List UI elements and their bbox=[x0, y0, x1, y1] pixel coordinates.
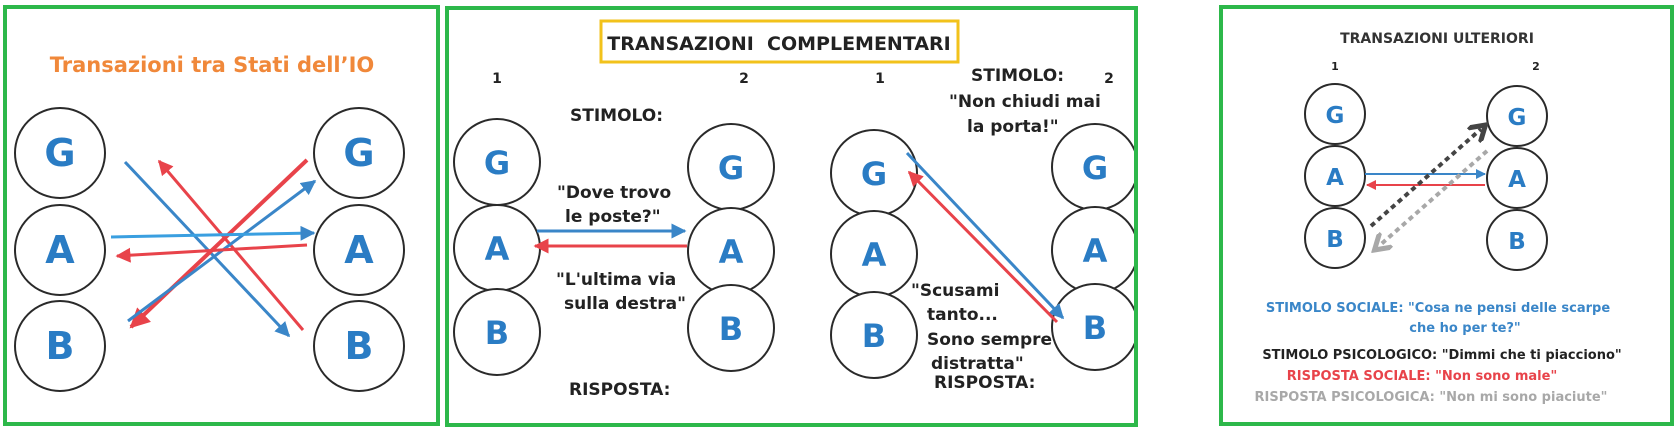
arrow-blue-g-to-b bbox=[123, 160, 291, 338]
panel1-diagram: Transazioni tra Stati dell’IO G A B G A … bbox=[14, 53, 405, 392]
p3-social-response: RISPOSTA SOCIALE: "Non sono male" bbox=[1287, 369, 1557, 384]
panel3-title: TRANSAZIONI ULTERIORI bbox=[1340, 31, 1534, 47]
p3-ego1-parent-label: G bbox=[1326, 103, 1345, 129]
left-stimulus-line2: le poste?" bbox=[565, 207, 661, 227]
p3-ego2-child-circle bbox=[1486, 209, 1548, 271]
p3-psych-stimulus-arrow bbox=[1369, 129, 1481, 228]
ego1-child-label: B bbox=[46, 324, 75, 368]
left-ego1-parent-label: G bbox=[484, 144, 510, 182]
left-ego1-adult-label: A bbox=[485, 230, 510, 268]
p3-ego2-parent-circle bbox=[1486, 85, 1548, 147]
right-stimulus-arrow bbox=[905, 151, 1065, 320]
left-ego2-child-circle bbox=[687, 284, 775, 372]
left-ego2-adult-label: A bbox=[719, 233, 744, 271]
right-ego1-parent-label: G bbox=[861, 155, 887, 193]
right-ego2-child-circle bbox=[1051, 283, 1134, 371]
arrow-blue-a-to-a bbox=[110, 225, 316, 241]
panel2-title: TRANSAZIONI COMPLEMENTARI bbox=[607, 33, 950, 55]
left-ego1-child-label: B bbox=[485, 314, 509, 352]
panel1-title: Transazioni tra Stati dell’IO bbox=[50, 53, 375, 77]
ego1-adult-label: A bbox=[45, 228, 75, 272]
right-ego2-number: 2 bbox=[1104, 71, 1114, 87]
right-response-line3: Sono sempre bbox=[927, 330, 1052, 350]
right-stimulus-heading: STIMOLO: bbox=[971, 66, 1064, 86]
p3-ego1-adult-label: A bbox=[1326, 165, 1344, 191]
panel3-diagram: TRANSAZIONI ULTERIORI 1 2 G A B G A B ST… bbox=[1255, 31, 1622, 405]
p3-ego1-child-circle bbox=[1304, 207, 1366, 269]
p3-ego1-parent-circle bbox=[1304, 83, 1366, 145]
left-stimulus-heading: STIMOLO: bbox=[570, 106, 663, 126]
p3-psych-response: RISPOSTA PSICOLOGICA: "Non mi sono piaci… bbox=[1255, 390, 1608, 405]
panel2-diagram: TRANSAZIONI COMPLEMENTARI 1 2 STIMOLO: "… bbox=[453, 19, 1134, 400]
p3-ego1-number: 1 bbox=[1331, 60, 1339, 73]
panel-complementary-transactions: TRANSAZIONI COMPLEMENTARI 1 2 STIMOLO: "… bbox=[445, 6, 1138, 427]
right-response-arrow bbox=[907, 170, 1059, 324]
left-ego2-child-label: B bbox=[719, 310, 743, 348]
ego2-adult-label: A bbox=[344, 228, 374, 272]
p3-ego2-adult-circle bbox=[1486, 147, 1548, 209]
panel-transactions-between-ego-states: Transazioni tra Stati dell’IO G A B G A … bbox=[3, 5, 440, 426]
right-ego1-adult-label: A bbox=[862, 236, 887, 274]
p3-ego1-child-label: B bbox=[1326, 227, 1344, 253]
ego1-adult-circle bbox=[14, 204, 106, 296]
left-ego2-number: 2 bbox=[739, 71, 749, 87]
ego1-child-circle bbox=[14, 300, 106, 392]
left-ego2-parent-label: G bbox=[718, 149, 744, 187]
p3-social-stimulus-line2: che ho per te?" bbox=[1409, 321, 1520, 336]
p3-social-stimulus-line1: STIMOLO SOCIALE: "Cosa ne pensi delle sc… bbox=[1266, 301, 1610, 316]
p3-ego2-number: 2 bbox=[1532, 60, 1540, 73]
p3-ego2-parent-label: G bbox=[1508, 105, 1527, 131]
p3-ego1-adult-circle bbox=[1304, 145, 1366, 207]
left-ego1-number: 1 bbox=[492, 71, 502, 87]
right-ego1-number: 1 bbox=[875, 71, 885, 87]
p3-ego2-child-label: B bbox=[1508, 229, 1526, 255]
right-ego1-child-circle bbox=[830, 291, 918, 379]
ego1-parent-circle bbox=[14, 107, 106, 199]
ego1-parent-label: G bbox=[44, 131, 75, 175]
ego2-adult-circle bbox=[313, 204, 405, 296]
ego2-parent-label: G bbox=[343, 131, 374, 175]
arrow-red-a-to-a bbox=[115, 243, 308, 263]
right-ego2-parent-label: G bbox=[1082, 149, 1108, 187]
right-ego2-adult-label: A bbox=[1083, 232, 1108, 270]
left-response-line2: sulla destra" bbox=[564, 294, 686, 314]
left-stimulus-line1: "Dove trovo bbox=[557, 183, 671, 203]
left-ego1-child-circle bbox=[453, 288, 541, 376]
left-response-line1: "L'ultima via bbox=[556, 270, 676, 290]
ego2-child-label: B bbox=[345, 324, 374, 368]
p3-psych-response-arrow bbox=[1379, 149, 1489, 246]
left-response-heading: RISPOSTA: bbox=[569, 380, 670, 400]
panel-ulterior-transactions: TRANSAZIONI ULTERIORI 1 2 G A B G A B ST… bbox=[1219, 5, 1674, 426]
arrow-red-g-to-b bbox=[129, 158, 309, 329]
right-response-line1: "Scusami bbox=[911, 281, 999, 301]
p3-psych-stimulus: STIMOLO PSICOLOGICO: "Dimmi che ti piacc… bbox=[1262, 348, 1621, 363]
ego2-child-circle bbox=[313, 300, 405, 392]
right-response-heading: RISPOSTA: bbox=[934, 373, 1035, 393]
right-stimulus-line1: "Non chiudi mai bbox=[949, 92, 1101, 112]
panel2-title-box bbox=[599, 19, 960, 64]
right-response-line4: distratta" bbox=[931, 354, 1024, 374]
right-response-line2: tanto... bbox=[927, 305, 998, 325]
p3-ego2-adult-label: A bbox=[1508, 167, 1526, 193]
ego2-parent-circle bbox=[313, 107, 405, 199]
right-ego2-child-label: B bbox=[1083, 309, 1107, 347]
right-ego1-child-label: B bbox=[862, 317, 886, 355]
right-stimulus-line2: la porta!" bbox=[967, 117, 1059, 137]
